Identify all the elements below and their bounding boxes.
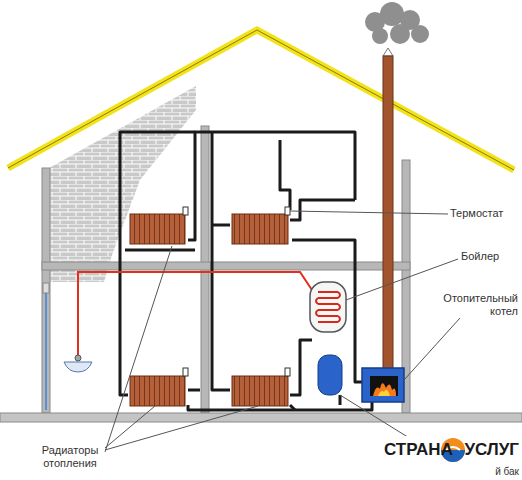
watermark-text: СТРАНА <box>384 440 453 460</box>
callout-label: й бак <box>487 465 519 478</box>
watermark-text: УСЛУГ <box>464 440 519 460</box>
callout-label: Радиаторы отопления <box>30 444 110 470</box>
callout-label: Отопительный котел <box>434 292 518 318</box>
callout-label: Бойлер <box>461 250 519 263</box>
callout-label: Термостат <box>450 207 518 220</box>
